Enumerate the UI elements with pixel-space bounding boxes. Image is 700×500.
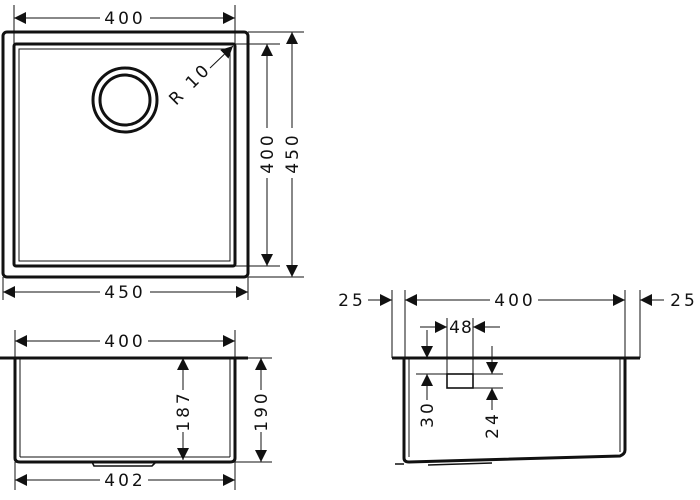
drain-inner-icon [98, 73, 152, 127]
dim-outer-depth: 190 [252, 390, 272, 431]
dim-side-width: 400 [494, 291, 535, 311]
side-view: 25 400 25 48 30 24 [338, 290, 698, 466]
dim-left-margin: 25 [338, 291, 366, 311]
overflow-outlet [446, 373, 474, 389]
side-bowl-profile [402, 358, 627, 464]
dim-top-width-outer: 450 [104, 283, 145, 303]
dim-inner-depth: 187 [174, 390, 194, 431]
sink-outer-rim [1, 30, 250, 279]
dim-right-margin: 25 [670, 291, 698, 311]
bowl-profile [13, 358, 237, 464]
dim-bottom-width: 402 [104, 471, 145, 491]
dim-front-top-width: 400 [104, 332, 145, 352]
front-view: 400 187 190 402 [0, 330, 272, 491]
top-view: 400 450 400 450 R 10 [1, 5, 304, 303]
sink-bowl [12, 42, 237, 268]
dim-overflow-offset: 30 [418, 400, 438, 428]
dim-overflow-height: 24 [483, 411, 503, 439]
drain-profile [91, 461, 157, 467]
sink-bowl-inner-edge [18, 48, 231, 262]
dim-top-height-inner: 400 [258, 132, 278, 173]
dim-corner-radius: R 10 [165, 59, 215, 109]
drain-outer-icon [91, 66, 159, 134]
dim-overflow-width: 48 [449, 318, 473, 338]
dim-top-width-inner: 400 [104, 9, 145, 29]
dim-top-height-outer: 450 [283, 132, 303, 173]
